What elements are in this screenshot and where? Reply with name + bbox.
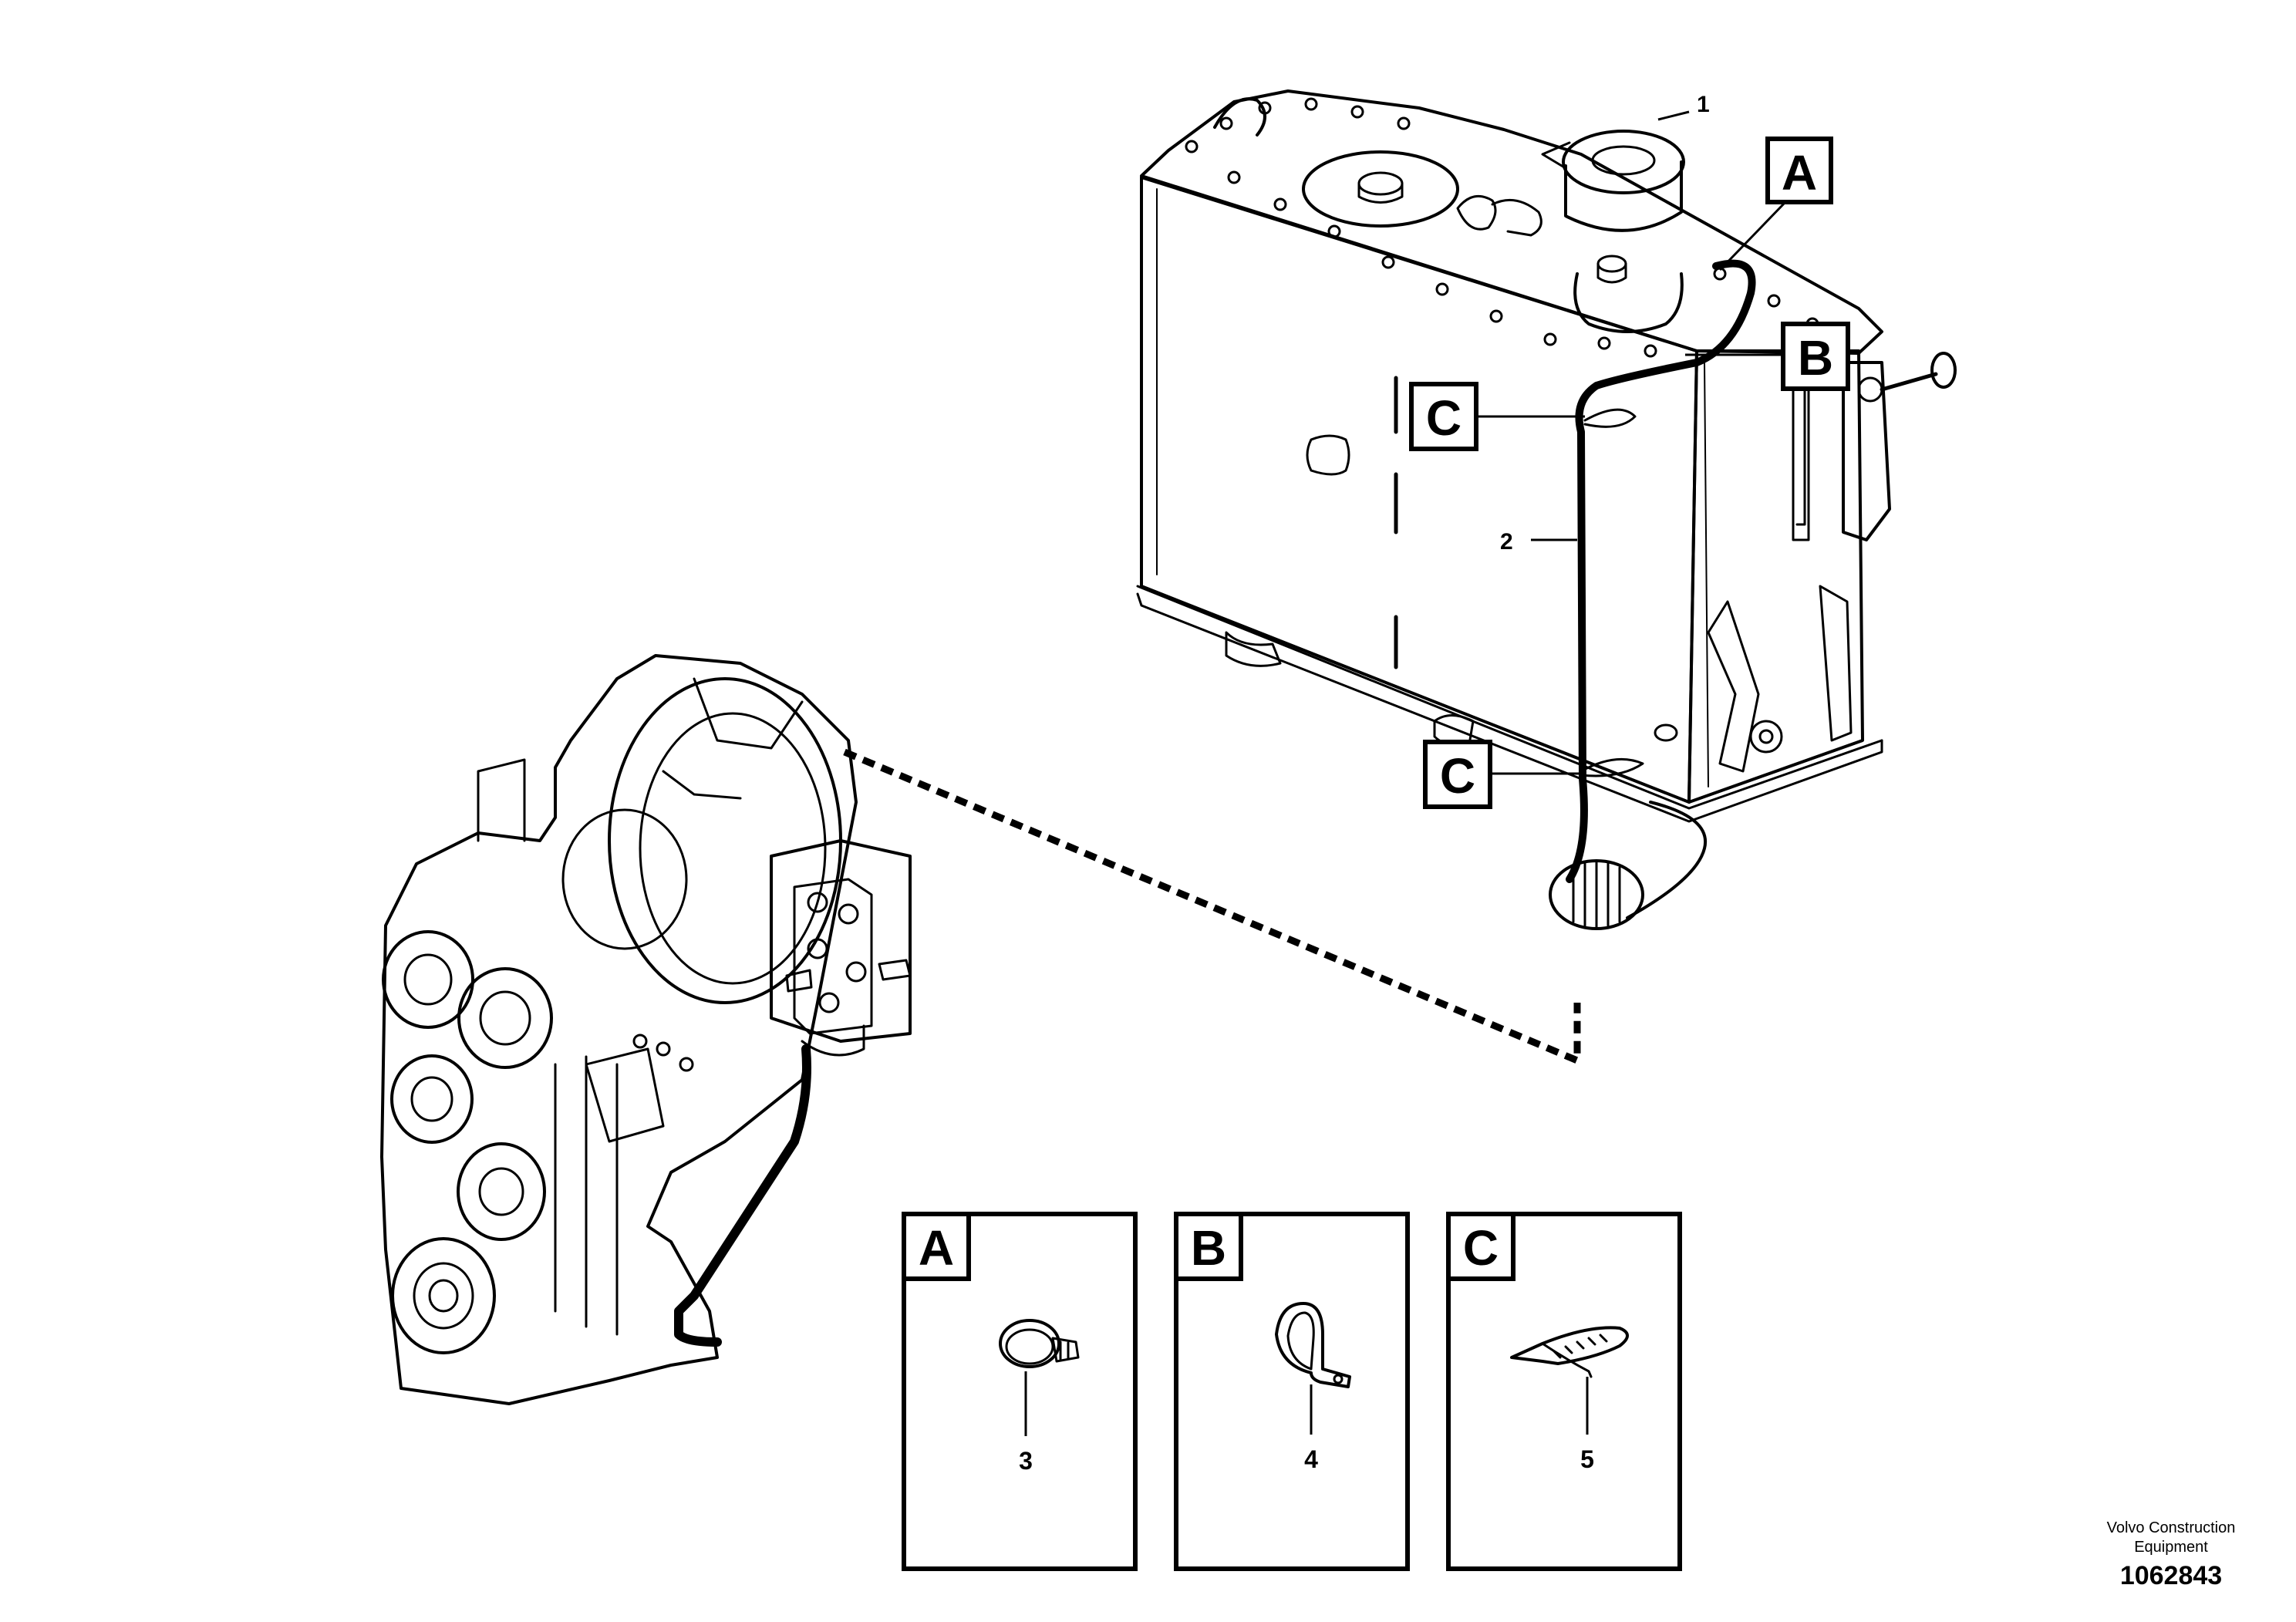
callout-4-label: 4 xyxy=(1304,1445,1318,1473)
drawing-credit: Volvo Construction Equipment 1062843 xyxy=(2107,1519,2236,1590)
reference-box-c-lower: C xyxy=(1423,740,1585,809)
transmission-housing xyxy=(380,654,912,1405)
hydraulic-tank xyxy=(1136,89,1957,930)
callout-3-label: 3 xyxy=(1019,1447,1033,1475)
credit-line-2: Equipment xyxy=(2134,1539,2208,1556)
reference-box-a: A xyxy=(1718,137,1833,271)
detail-panel-c: C 5 xyxy=(1446,1212,1682,1571)
credit-line-1: Volvo Construction xyxy=(2107,1519,2236,1536)
callout-1-label: 1 xyxy=(1697,92,1710,117)
control-valve xyxy=(770,839,912,1057)
connection-dashed-line xyxy=(843,748,1581,1066)
callout-1: 1 xyxy=(1657,92,1710,121)
detail-letter-a: A xyxy=(919,1220,954,1276)
reference-box-b: B xyxy=(1685,322,1850,391)
detail-panel-b: B 4 xyxy=(1174,1212,1410,1571)
hose-clamp-part xyxy=(999,1319,1080,1368)
reference-box-c-upper: C xyxy=(1409,382,1585,451)
detail-letter-b: B xyxy=(1191,1220,1226,1276)
reference-letter-c-upper: C xyxy=(1426,390,1462,446)
reference-letter-c-lower: C xyxy=(1440,748,1475,804)
p-clip-part xyxy=(1275,1302,1351,1388)
drawing-number: 1062843 xyxy=(2120,1561,2222,1590)
detail-letter-c: C xyxy=(1463,1220,1499,1276)
reference-letter-b: B xyxy=(1798,330,1833,386)
callout-2: 2 xyxy=(1500,529,1577,555)
detail-panel-a: A 3 xyxy=(902,1212,1138,1571)
callout-5-label: 5 xyxy=(1580,1445,1594,1473)
callout-2-label: 2 xyxy=(1500,529,1513,555)
reference-letter-a: A xyxy=(1782,145,1817,201)
cable-tie-part xyxy=(1510,1326,1629,1378)
